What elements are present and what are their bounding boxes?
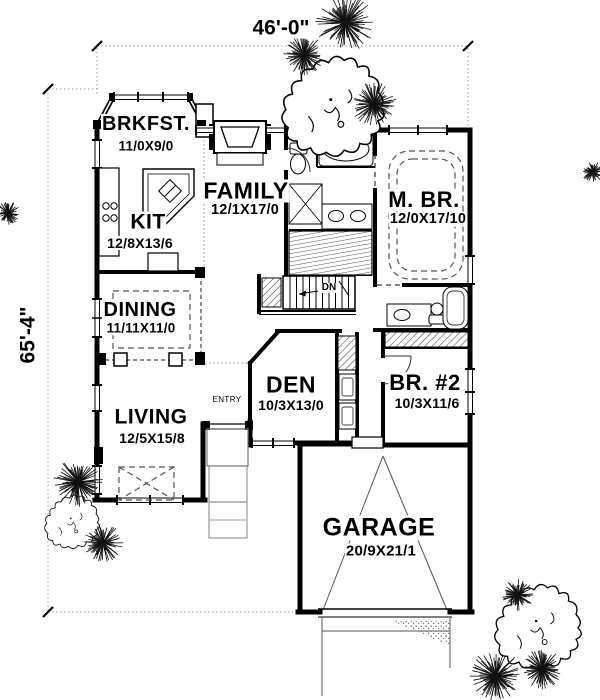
utility-chase: [337, 335, 357, 371]
room-size-bedroom2: 10/3X11/6: [393, 395, 461, 411]
fireplace: [213, 120, 267, 166]
pine-tree-icon: [53, 462, 103, 507]
room-size-garage: 20/9X21/1: [344, 542, 418, 560]
pine-tree-icon: [0, 202, 19, 225]
walkin-closet: [288, 230, 373, 276]
dimension-ticks: [42, 40, 474, 618]
pine-tree-icon: [315, 0, 373, 49]
pine-tree-icon: [582, 162, 600, 182]
column: [113, 352, 128, 367]
kitchen-counters: [98, 167, 195, 272]
refrigerator: [147, 252, 179, 272]
entry-label: ENTRY: [211, 395, 243, 404]
room-size-dining: 11/11X11/0: [105, 320, 177, 336]
room-label-den: DEN: [264, 371, 318, 398]
room-size-living: 12/5X15/8: [118, 430, 186, 446]
pine-tree-icon: [502, 579, 534, 611]
garage-details: [318, 436, 452, 696]
room-label-brkfst: BRKFST.: [101, 113, 191, 135]
pine-tree-icon: [353, 82, 397, 126]
room-size-brkfst: 11/0X9/0: [117, 138, 175, 154]
stairs-down-label: DN: [320, 282, 338, 293]
room-label-dining: DINING: [102, 299, 178, 321]
room-label-bedroom2: BR. #2: [388, 370, 462, 395]
room-size-family: 12/1X17/0: [210, 201, 280, 218]
dimension-lines: [47, 45, 469, 613]
wall-posts: [93, 93, 271, 464]
room-label-kit: KIT: [129, 210, 167, 234]
washer-dryer: [338, 373, 357, 430]
bath2-fixtures: [386, 286, 469, 330]
pine-tree-icon: [470, 653, 520, 700]
overall-depth-dimension: 65'-4": [16, 305, 40, 365]
room-label-family: FAMILY: [202, 177, 290, 204]
br2-closet: [384, 331, 469, 348]
pine-tree-icon: [283, 35, 323, 76]
pine-tree-icon: [521, 649, 561, 690]
room-size-den: 10/3X13/0: [257, 397, 325, 413]
room-label-garage: GARAGE: [321, 513, 437, 542]
driveway-stipple: [392, 621, 450, 646]
staircase: [259, 275, 356, 315]
room-size-kit: 12/8X13/6: [106, 235, 174, 251]
porch-steps: [206, 428, 249, 539]
room-size-master-bedroom: 12/0X17/10: [388, 210, 468, 227]
room-label-master-bedroom: M. BR.: [387, 187, 461, 212]
pine-tree-icon: [83, 523, 123, 562]
room-label-living: LIVING: [113, 405, 189, 429]
overall-width-dimension: 46'-0": [251, 16, 311, 40]
column: [168, 352, 183, 367]
